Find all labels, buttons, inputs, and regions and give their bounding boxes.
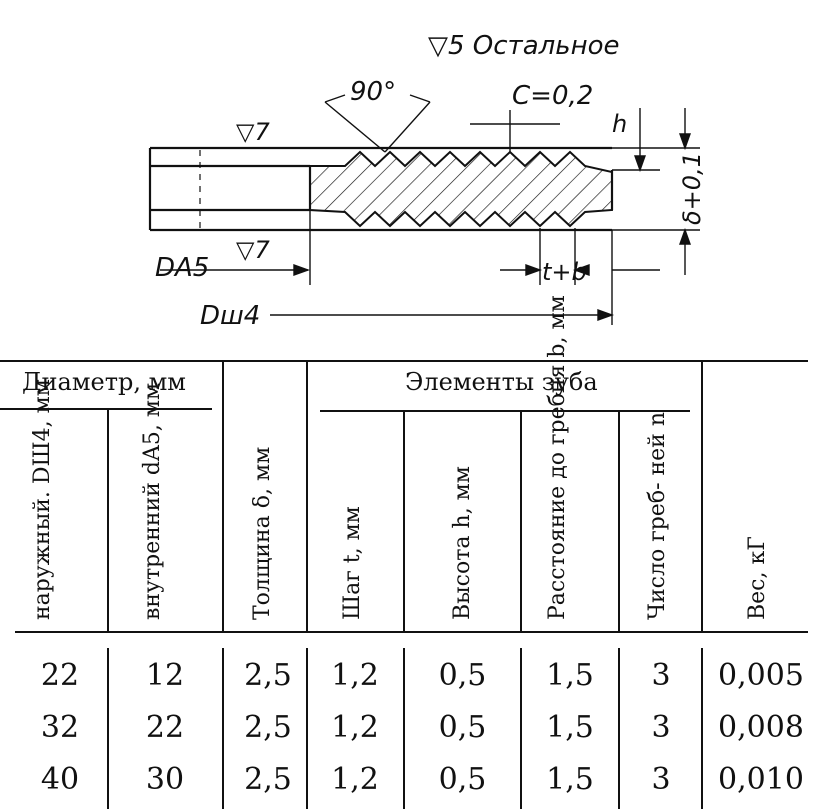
row-1-thickness: 2,5 [244,658,292,693]
chamfer-label: C=0,2 [512,81,593,111]
row-1-distance: 1,5 [546,658,594,693]
row-1-outer: 22 [40,658,80,693]
roughness-bottom: ▽7 [236,236,270,264]
row-3-distance: 1,5 [546,762,594,797]
row-3-ridges: 3 [651,762,671,797]
row-2-pitch: 1,2 [331,710,379,745]
thickness-label: δ+0,1 [678,152,706,225]
tb-label: t+b [542,258,587,286]
header-distance: Расстояние до гребня b, мм [545,295,570,620]
row-1-weight: 0,005 [718,658,804,693]
da-label: DA5 [155,253,209,283]
h-label: h [612,110,627,138]
header-weight: Вес, кГ [745,536,770,620]
gasket-drawing: ▽5 Остальное 90° C=0,2 ▽7 ▽7 h δ+0,1 DA5… [148,31,706,331]
row-3-inner: 30 [145,762,185,797]
row-2-height: 0,5 [438,710,487,745]
row-3-weight: 0,010 [718,762,804,797]
group-diameter: Диаметр, мм [22,368,186,396]
header-outer: наружный. DШ4, мм [30,379,55,620]
row-2-inner: 22 [145,710,185,745]
row-2-ridges: 3 [651,710,671,745]
row-1-pitch: 1,2 [331,658,379,693]
angle-label: 90° [350,77,396,107]
row-1-height: 0,5 [438,658,487,693]
header-pitch: Шаг t, мм [340,506,365,620]
header-ridges: Число греб- ней n [645,411,670,620]
header-inner: внутренний dA5, мм [140,382,165,620]
roughness-top: ▽7 [236,118,270,146]
hatched-section [309,150,613,228]
row-1-inner: 12 [145,658,185,693]
dimensions-table: Диаметр, мм Элементы зуба наружный. DШ4,… [0,295,821,809]
dsh-label: Dш4 [200,301,260,331]
row-2-distance: 1,5 [546,710,594,745]
group-teeth: Элементы зуба [405,368,598,396]
row-2-weight: 0,008 [718,710,804,745]
row-3-thickness: 2,5 [244,762,292,797]
row-2-outer: 32 [40,710,80,745]
row-3-height: 0,5 [438,762,487,797]
row-3-pitch: 1,2 [331,762,379,797]
top-note: ▽5 Остальное [428,31,619,61]
row-3-outer: 40 [40,762,80,797]
row-1-ridges: 3 [651,658,671,693]
row-2-thickness: 2,5 [244,710,292,745]
header-thickness: Толщина δ, мм [250,446,275,620]
header-height: Высота h, мм [450,466,475,620]
